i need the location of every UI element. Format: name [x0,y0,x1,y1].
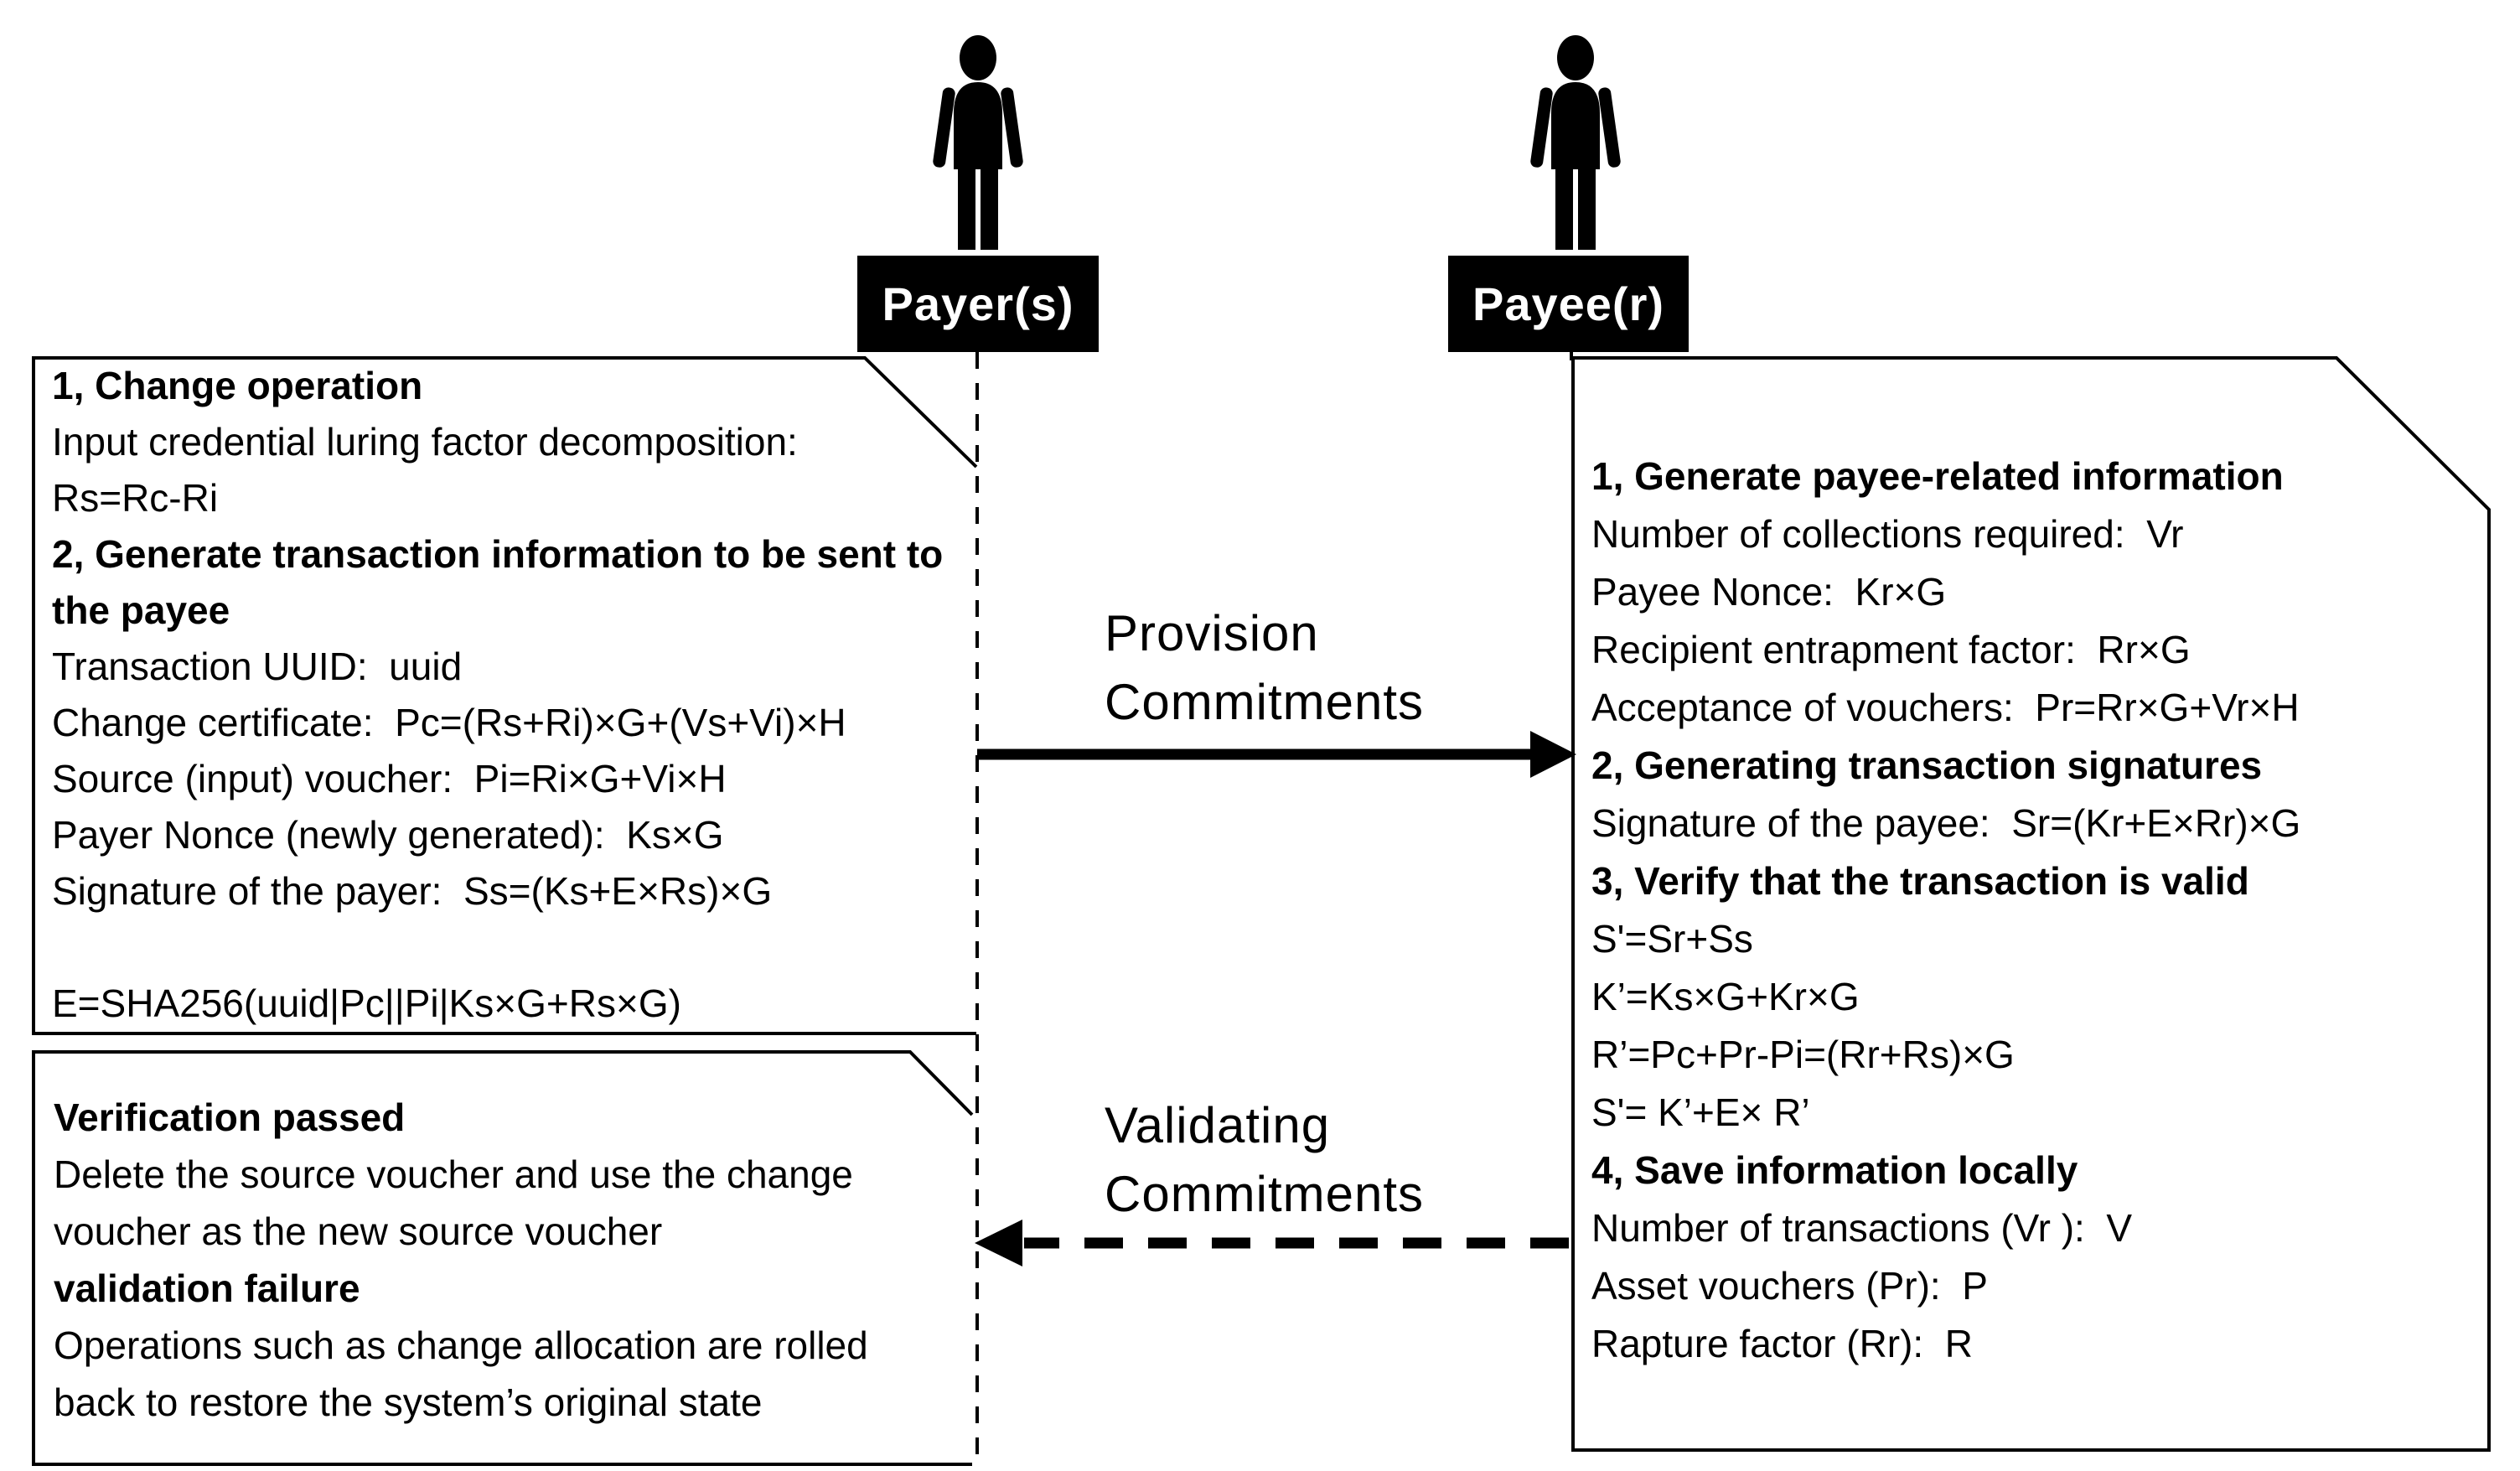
validating-commitments-label: Validating Commitments [1105,1091,1424,1229]
text-line: Rapture factor (Rr): R [1591,1322,1973,1365]
verification-result-box-outline [32,1050,974,1466]
text-line: Number of collections required: Vr [1591,512,2184,556]
text-line: the payee [52,588,230,632]
payee-label: Payee(r) [1448,256,1689,352]
text-line: R’=Pc+Pr-Pi=(Rr+Rs)×G [1591,1033,2015,1076]
text-line: Recipient entrapment factor: Rr×G [1591,628,2191,671]
payee-operations-box-outline [1571,356,2491,1452]
validating-line-2: Commitments [1105,1166,1425,1222]
text-line: Input credential luring factor decomposi… [52,420,798,464]
payer-label: Payer(s) [857,256,1099,352]
text-line: Source (input) voucher: Pi=Ri×G+Vi×H [52,757,727,800]
text-line: 2, Generating transaction signatures [1591,743,2263,787]
text-line [52,919,943,976]
text-line: back to restore the system’s original st… [54,1380,763,1424]
payer-operations-box-outline [32,356,978,1035]
text-line: 4, Save information locally [1591,1148,2078,1192]
text-line: Delete the source voucher and use the ch… [54,1152,853,1196]
text-line: Acceptance of vouchers: Pr=Rr×G+Vr×H [1591,686,2300,729]
text-line: Rs=Rc-Ri [52,476,219,520]
text-line: 3, Verify that the transaction is valid [1591,859,2249,903]
payer-person-icon [933,35,1023,250]
payer-label-text: Payer(s) [882,277,1074,330]
text-line: K’=Ks×G+Kr×G [1591,975,1860,1018]
text-line: Number of transactions (Vr ): V [1591,1206,2133,1250]
validating-line-1: Validating [1105,1097,1331,1153]
text-line: Change certificate: Pc=(Rs+Ri)×G+(Vs+Vi)… [52,701,846,744]
text-line: E=SHA256(uuid|Pc||Pi|Ks×G+Rs×G) [52,982,681,1025]
text-line: voucher as the new source voucher [54,1209,663,1253]
provision-commitments-label: Provision Commitments [1105,599,1424,737]
text-line: Verification passed [54,1095,406,1139]
text-line: Payer Nonce (newly generated): Ks×G [52,813,724,857]
text-line: Payee Nonce: Kr×G [1591,570,1947,614]
text-line: Signature of the payer: Ss=(Ks+E×Rs)×G [52,869,773,913]
text-line: validation failure [54,1266,360,1310]
text-line: Transaction UUID: uuid [52,645,463,688]
text-line: Signature of the payee: Sr=(Kr+E×Rr)×G [1591,801,2301,845]
text-line: S'= K’+E× R’ [1591,1090,1810,1134]
payee-person-icon [1530,35,1621,250]
payee-label-text: Payee(r) [1472,277,1665,330]
text-line: Asset vouchers (Pr): P [1591,1264,1988,1308]
provision-line-1: Provision [1105,605,1319,661]
text-line: Operations such as change allocation are… [54,1323,868,1367]
provision-line-2: Commitments [1105,674,1425,730]
provision-arrow-head-icon [1530,731,1576,778]
text-line: 1, Generate payee-related information [1591,454,2284,498]
text-line: 2, Generate transaction information to b… [52,532,944,576]
text-line: 1, Change operation [52,364,423,407]
text-line: S'=Sr+Ss [1591,917,1753,961]
validating-arrow-head-icon [975,1220,1022,1266]
